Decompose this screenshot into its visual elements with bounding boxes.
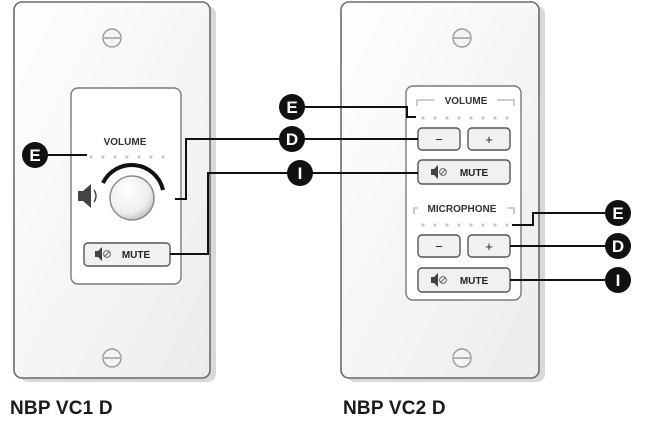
mute-label: MUTE (460, 276, 489, 287)
volume-arc-indicator (101, 163, 165, 191)
mute-label: MUTE (460, 168, 489, 179)
led-indicators (89, 155, 165, 159)
callout-e-left: E (22, 142, 48, 168)
microphone-up-button[interactable]: + (467, 234, 511, 258)
microphone-label: MICROPHONE (428, 204, 497, 215)
svg-text:E: E (286, 98, 297, 117)
volume-bracket (416, 99, 515, 106)
svg-text:I: I (616, 271, 621, 290)
volume-up-label: + (485, 132, 493, 147)
callout-i-mute: I (287, 160, 313, 186)
mute-speaker-icon (431, 165, 447, 179)
wall-plate-vc1: VOLUME MUTE (13, 1, 216, 382)
volume-up-button[interactable]: + (467, 127, 511, 151)
microphone-down-button[interactable]: − (417, 234, 461, 258)
volume-label: VOLUME (104, 137, 147, 148)
callout-i-microphone: I (605, 267, 631, 293)
svg-text:E: E (612, 204, 623, 223)
led-indicators-volume (421, 116, 509, 120)
speaker-icon (78, 184, 97, 208)
screw-bottom-icon (452, 348, 472, 368)
volume-down-button[interactable]: − (417, 127, 461, 151)
svg-text:E: E (29, 146, 40, 165)
callout-e-microphone: E (605, 200, 631, 226)
svg-text:D: D (612, 237, 624, 256)
microphone-down-label: − (435, 239, 443, 254)
callout-d-volume: D (279, 126, 305, 152)
mute-button[interactable]: MUTE (83, 242, 171, 267)
svg-text:D: D (286, 130, 298, 149)
screw-top-icon (452, 28, 472, 48)
microphone-mute-button[interactable]: MUTE (417, 267, 511, 293)
mute-speaker-icon (95, 247, 111, 261)
caption-vc2: NBP VC2 D (343, 398, 446, 419)
callout-d-microphone: D (605, 233, 631, 259)
screw-bottom-icon (102, 348, 122, 368)
microphone-bracket (413, 207, 515, 214)
speaker-mute-button[interactable]: MUTE (417, 159, 511, 185)
screw-top-icon (102, 28, 122, 48)
svg-text:I: I (298, 164, 303, 183)
mute-speaker-icon (431, 273, 447, 287)
microphone-up-label: + (485, 239, 493, 254)
caption-vc1: NBP VC1 D (10, 398, 113, 419)
mute-label: MUTE (122, 250, 151, 261)
callout-e-volume: E (279, 94, 305, 120)
led-indicators-microphone (421, 223, 509, 227)
volume-down-label: − (435, 132, 443, 147)
volume-label: VOLUME (445, 96, 488, 107)
volume-knob[interactable] (109, 175, 155, 221)
wall-plate-vc2: VOLUME − + MUTE (340, 1, 545, 382)
